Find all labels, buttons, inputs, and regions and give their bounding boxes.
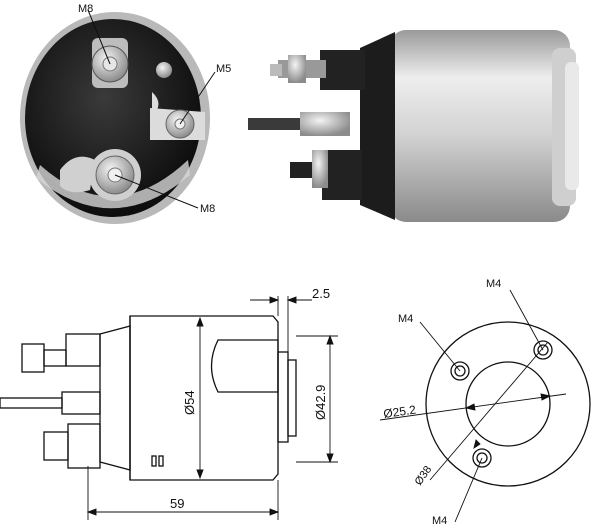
photo-end-view [20,12,210,224]
front-view-dimensions [379,289,567,523]
dim-flange-diameter: Ø42.9 [313,385,328,420]
side-view-dimensions [86,296,338,520]
dim-pcd: Ø38 [413,464,435,488]
drawing-front-view [425,321,591,487]
label-bolt-top: M4 [486,278,501,290]
drawing-side-view [0,315,297,481]
label-terminal-top: M8 [78,3,93,15]
label-bolt-bottom: M4 [432,515,447,527]
dim-inner-diameter: Ø25.2 [382,403,417,421]
label-terminal-bottom: M8 [200,203,215,215]
photo-side-view [248,30,579,222]
label-bolt-left: M4 [398,313,413,325]
label-terminal-mid: M5 [216,63,231,75]
dim-gap: 2.5 [312,286,330,301]
dim-length: 59 [170,496,184,511]
photo-leaders [87,9,216,209]
dim-body-diameter: Ø54 [182,390,197,415]
